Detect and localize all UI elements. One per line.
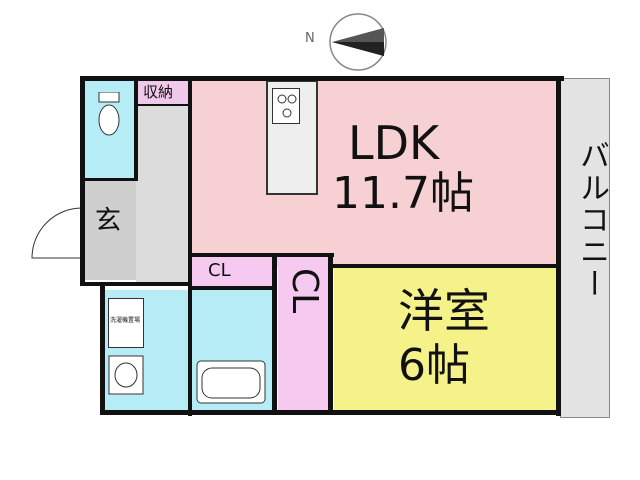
yoshitsu-size: 6帖 xyxy=(398,340,470,391)
balcony-label: バルコニー xyxy=(574,140,609,300)
entrance xyxy=(82,180,136,280)
closet-tall-label: CL xyxy=(284,268,325,314)
yoshitsu-name: 洋室 xyxy=(398,284,490,338)
storage xyxy=(136,80,190,105)
washing-machine-area xyxy=(108,298,144,348)
wall-bath-top xyxy=(188,286,276,290)
wall-cl-right xyxy=(328,253,333,415)
room-ldk xyxy=(190,80,560,267)
wall-ldk-left xyxy=(188,76,192,416)
storage-label: 収納 xyxy=(143,83,174,101)
wall-toilet-right xyxy=(134,76,138,181)
wall-ldk-bottom xyxy=(330,264,561,268)
entrance-door-icon xyxy=(30,206,84,260)
closet-small xyxy=(190,257,272,287)
room-yoshitsu xyxy=(334,267,560,410)
wall-right xyxy=(556,76,561,416)
closet-small-label: CL xyxy=(208,260,231,281)
wall-top xyxy=(82,76,564,81)
compass-icon xyxy=(329,13,387,71)
wall-cl-left xyxy=(272,253,277,415)
entrance-label: 玄 xyxy=(95,206,122,236)
wall-genkan-bottom xyxy=(80,282,190,286)
hallway xyxy=(136,80,190,285)
sink-icon xyxy=(108,355,144,395)
washing-machine-label: 洗濯機置場 xyxy=(110,317,141,324)
closet-tall xyxy=(278,257,328,410)
ldk-size: 11.7帖 xyxy=(332,168,474,219)
ldk-name: LDK xyxy=(348,116,440,170)
compass-north-label: N xyxy=(305,31,315,46)
stove-icon xyxy=(272,88,300,124)
wall-left-lower xyxy=(100,285,105,415)
bathtub-icon xyxy=(196,360,266,404)
wall-storage-bottom xyxy=(136,104,190,106)
compass xyxy=(328,12,388,72)
toilet-icon xyxy=(96,91,122,138)
wall-genkan-top xyxy=(80,178,138,181)
wall-mid-horizontal xyxy=(188,253,334,257)
wall-left-upper xyxy=(80,76,85,286)
